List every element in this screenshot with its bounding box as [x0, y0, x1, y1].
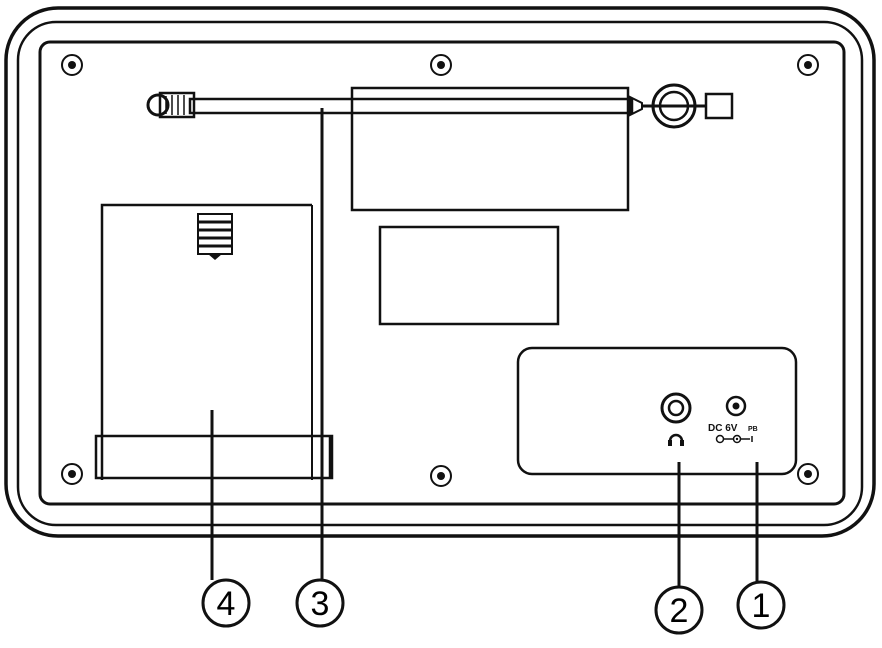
antenna: [146, 83, 734, 212]
callout-4: 4: [201, 578, 251, 628]
headphone-jack: [660, 392, 692, 424]
headphones-icon: [668, 433, 684, 446]
screw-bottom-right: [797, 463, 819, 485]
screws: [61, 54, 819, 487]
small-mark-label: PB: [748, 426, 758, 433]
screw-bottom-left: [61, 463, 83, 485]
battery-latch-icon: [197, 213, 233, 260]
battery-compartment: [94, 203, 334, 480]
callout-3-label: 3: [311, 585, 330, 623]
dc-power-jack: [725, 395, 747, 417]
callout-4-label: 4: [217, 585, 236, 623]
screw-bottom-center: [430, 465, 452, 487]
connector-panel: DC 6V PB: [516, 346, 798, 476]
dc-voltage-label: DC 6V: [708, 423, 738, 434]
screw-top-right: [797, 54, 819, 76]
screw-top-center: [430, 54, 452, 76]
radio-housing: [4, 6, 876, 538]
callout-1: 1: [736, 580, 786, 630]
callout-3: 3: [295, 578, 345, 628]
label-plate: [378, 225, 560, 326]
callout-2: 2: [654, 585, 704, 635]
callout-1-label: 1: [752, 587, 771, 625]
callout-2-label: 2: [670, 592, 689, 630]
screw-top-left: [61, 54, 83, 76]
polarity-icon: [715, 434, 753, 444]
leader-lines: [210, 108, 759, 586]
